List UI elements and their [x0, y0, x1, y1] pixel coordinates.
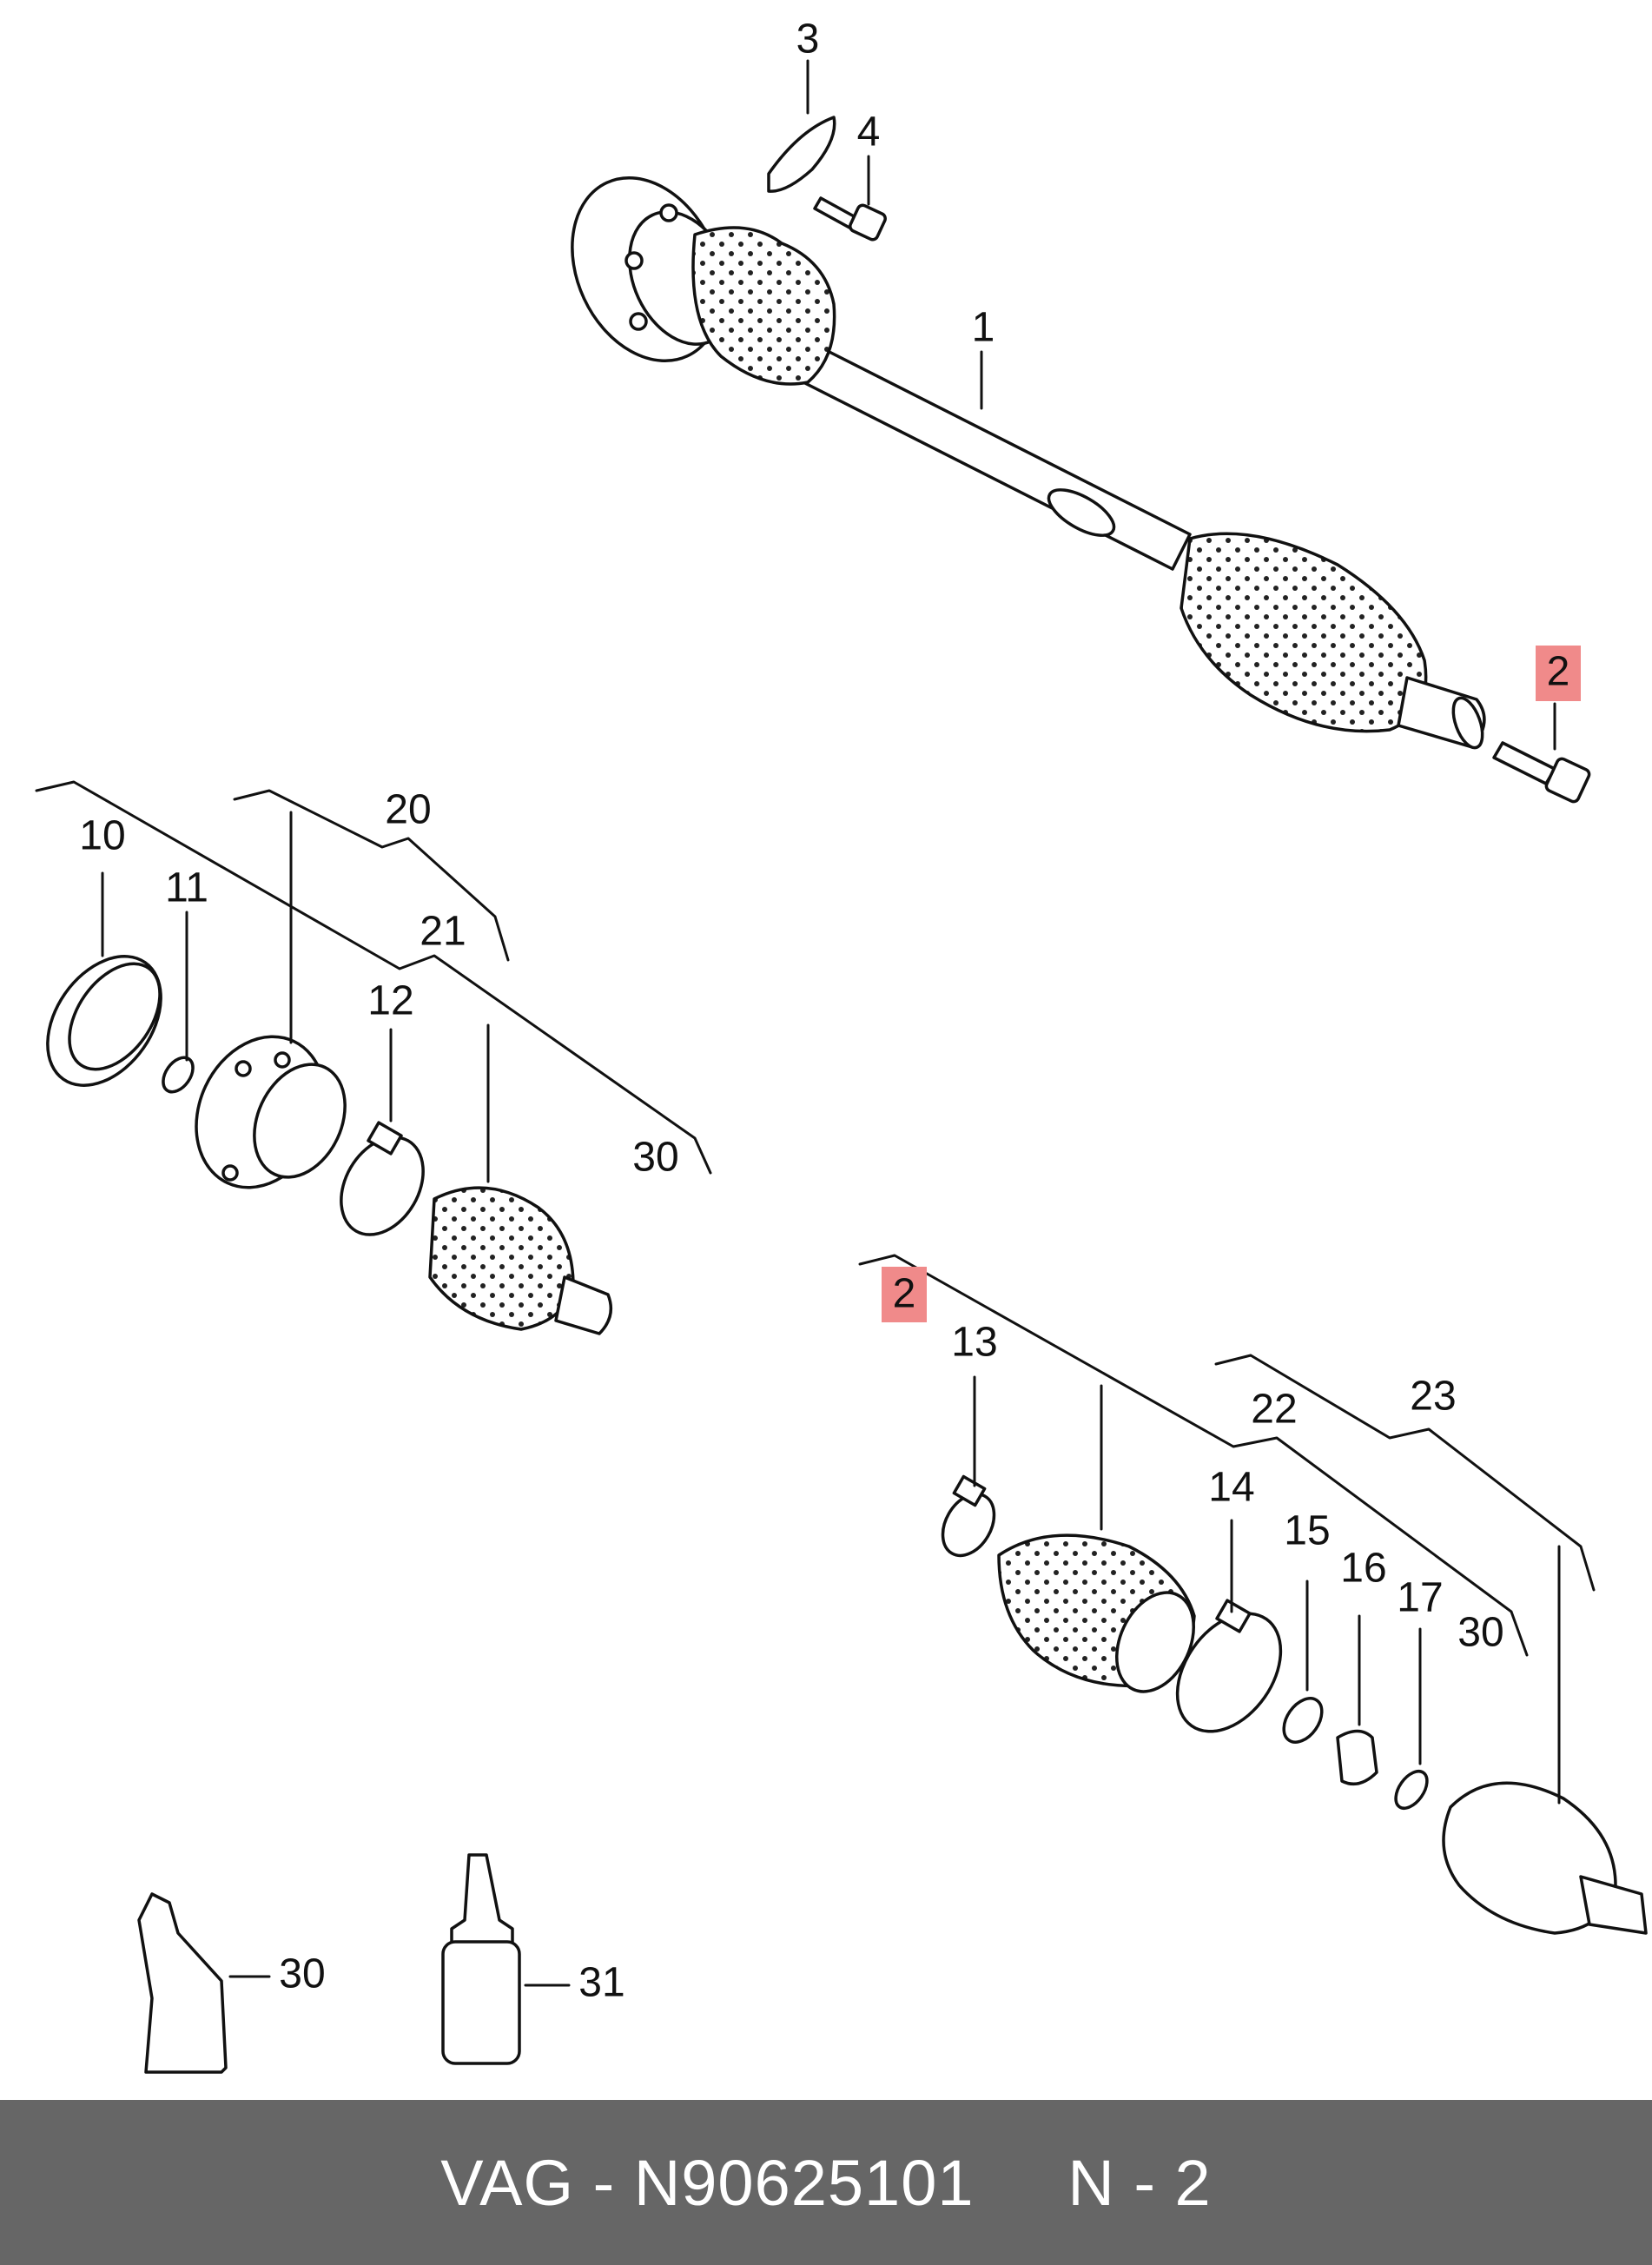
- footer-bar: VAG - N90625101 N - 2: [0, 2100, 1652, 2265]
- callout-4: 4: [857, 109, 881, 156]
- callout-21: 21: [420, 909, 466, 955]
- drive-shaft-assembly: [571, 176, 1486, 750]
- callout-11: 11: [165, 865, 208, 911]
- outer-joint-kit: [941, 1474, 1648, 1935]
- inner-joint-kit: [46, 955, 613, 1335]
- callout-17: 17: [1397, 1575, 1443, 1621]
- callout-30-tube: 30: [279, 1951, 325, 1997]
- footer-part-number: VAG - N90625101 N - 2: [440, 2146, 1212, 2219]
- callout-2-mid: 2: [893, 1271, 916, 1317]
- leader-lines: [35, 59, 1596, 1987]
- bolt-2-top: [1492, 741, 1591, 804]
- callout-20: 20: [385, 787, 431, 833]
- lock-plate-3: [767, 116, 836, 193]
- bolt-4: [813, 196, 887, 242]
- callout-15: 15: [1284, 1508, 1330, 1554]
- callout-14: 14: [1208, 1465, 1254, 1511]
- sealant-bottle: [441, 1853, 521, 2065]
- callout-10: 10: [79, 813, 125, 859]
- grease-tube: [137, 1892, 228, 2074]
- callout-30-left: 30: [632, 1135, 678, 1181]
- exploded-parts-diagram: 3 4 1 2 10 11 20 21 12 30 2 13 22 23 14 …: [35, 17, 1648, 2074]
- callout-2-top: 2: [1547, 649, 1570, 695]
- highlight-box-2-mid: [882, 1267, 927, 1322]
- callout-13: 13: [951, 1320, 997, 1366]
- callout-31: 31: [578, 1960, 624, 2006]
- callout-1: 1: [972, 305, 995, 351]
- highlight-box-2-top: [1536, 646, 1581, 701]
- callout-12: 12: [367, 978, 413, 1024]
- callout-23: 23: [1410, 1374, 1456, 1420]
- callout-22: 22: [1251, 1387, 1297, 1433]
- callout-30-right: 30: [1457, 1610, 1503, 1656]
- callout-16: 16: [1340, 1546, 1386, 1592]
- callout-3: 3: [796, 17, 820, 63]
